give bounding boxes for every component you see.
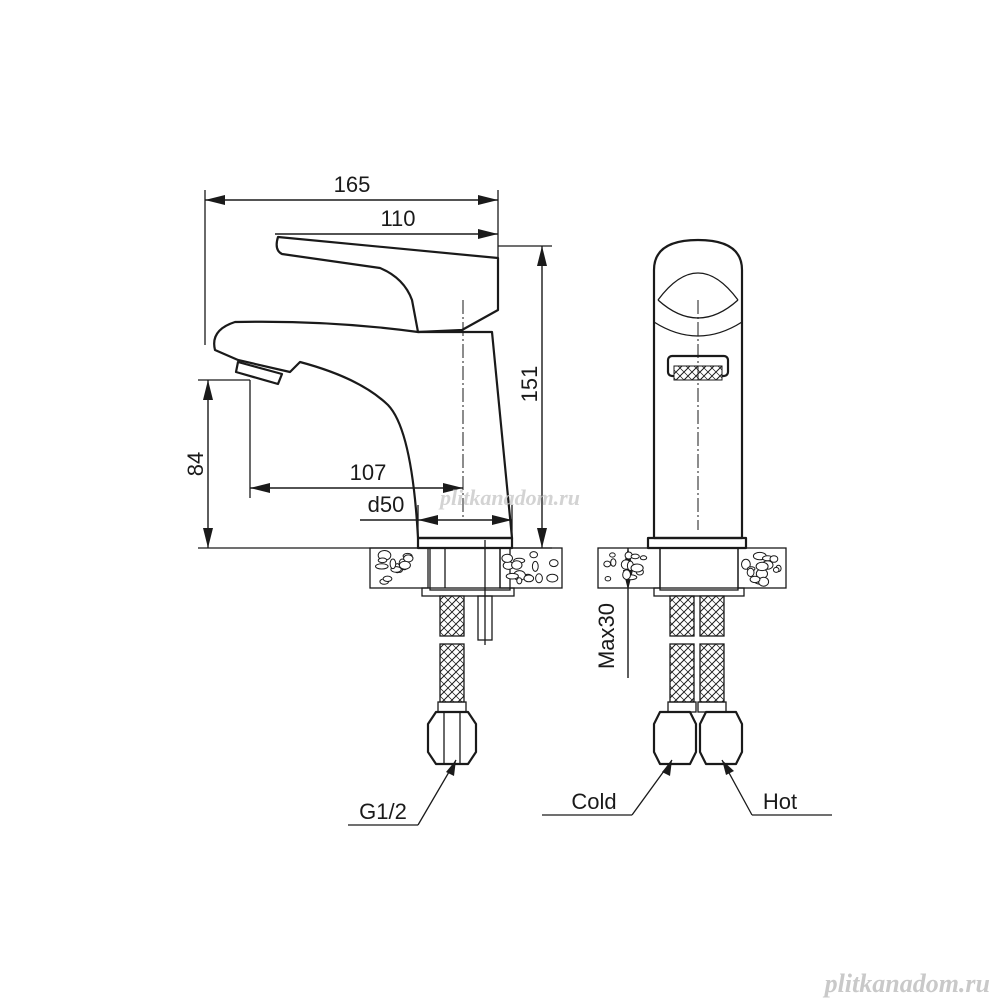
pebble: [772, 566, 780, 573]
pebble: [505, 572, 519, 580]
pebble: [769, 555, 779, 563]
dim-spout-height: 84: [183, 452, 208, 476]
pebble: [630, 553, 640, 560]
label-cold: Cold: [571, 789, 616, 814]
dim-spout-reach: 107: [350, 460, 387, 485]
pebble: [630, 563, 644, 573]
pebble: [529, 551, 539, 559]
pebble: [610, 558, 617, 567]
pebble: [546, 573, 559, 583]
pebble: [501, 553, 514, 563]
aerator: [234, 360, 284, 386]
cold-nut: [652, 710, 698, 766]
dim-lever-length: 110: [380, 206, 415, 231]
pebble: [382, 575, 393, 582]
label-hot: Hot: [763, 789, 797, 814]
front-view: Max30 Cold Hot: [542, 238, 832, 816]
pebble: [389, 558, 397, 570]
dim-overall-length: 165: [334, 172, 371, 197]
pebble: [746, 567, 755, 578]
watermark-center: plitkanadom.ru: [438, 485, 580, 510]
cold-hose: [669, 595, 695, 637]
faucet-base: [416, 536, 514, 550]
hot-nut: [698, 710, 744, 766]
pebble: [609, 552, 616, 558]
faucet-body: [213, 320, 514, 540]
front-body: [652, 238, 744, 540]
pebble: [622, 569, 631, 581]
hot-hose: [699, 595, 725, 637]
pebble: [549, 559, 559, 568]
pebble: [398, 560, 411, 570]
dim-height: 151: [517, 366, 542, 403]
label-thread-size: G1/2: [359, 799, 407, 824]
pebble: [749, 575, 761, 584]
pebble: [639, 555, 648, 561]
countertop-pebbles: [375, 550, 782, 587]
dim-max-thickness: Max30: [594, 603, 619, 669]
lever-handle: [275, 235, 500, 334]
pebble: [531, 560, 539, 572]
supply-hose: [439, 595, 465, 637]
pebble: [535, 573, 543, 584]
dim-hole-diameter: d50: [368, 492, 405, 517]
pebble: [511, 560, 523, 570]
pebble: [377, 557, 388, 564]
watermark-corner: plitkanadom.ru: [823, 969, 990, 998]
pebble: [755, 561, 769, 572]
pebble: [604, 576, 612, 582]
pebble: [516, 577, 523, 585]
pebble: [603, 560, 612, 568]
hex-nut: [426, 710, 478, 766]
pebble: [375, 563, 389, 570]
pebble: [523, 574, 535, 583]
side-view: 165 110 151 84 107 d50: [183, 172, 563, 826]
